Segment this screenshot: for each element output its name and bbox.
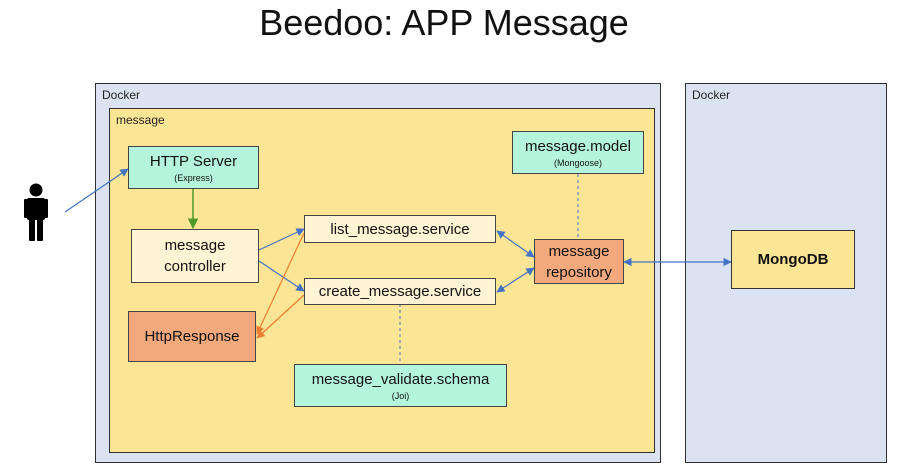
message-controller-node: message controller: [131, 229, 259, 283]
message-controller-label-2: controller: [164, 258, 226, 275]
arrow-controller-to-list-service: [258, 228, 305, 251]
list-message-service-label: list_message.service: [330, 220, 470, 238]
message-container-label: message: [116, 113, 165, 127]
http-server-sub: (Express): [174, 173, 213, 183]
arrow-repository-create-service: [496, 267, 535, 293]
message-model-label: message.model: [525, 138, 631, 155]
page-title: Beedoo: APP Message: [259, 2, 629, 43]
message-repository-label-1: message: [548, 242, 610, 260]
docker-label-left: Docker: [102, 88, 141, 102]
arrow-repository-list-service: [496, 230, 535, 258]
mongodb-node: MongoDB: [731, 230, 855, 289]
arrow-list-service-to-http-response: [256, 232, 305, 335]
message-repository-node: message repository: [534, 239, 624, 284]
mongodb-label: MongoDB: [757, 251, 829, 268]
create-message-service-label: create_message.service: [318, 283, 482, 300]
list-message-service-node: list_message.service: [304, 215, 496, 243]
http-response-label: HttpResponse: [144, 328, 240, 345]
arrow-actor-to-http-server: [64, 168, 129, 213]
arrow-controller-to-create-service: [258, 260, 305, 292]
http-server-label: HTTP Server: [149, 153, 238, 170]
create-message-service-node: create_message.service: [304, 278, 496, 305]
message-repository-label-2: repository: [546, 263, 612, 281]
arrow-create-service-to-http-response: [256, 294, 305, 339]
person-icon: [24, 183, 48, 241]
message-model-sub: (Mongoose): [553, 158, 603, 168]
message-validate-schema-sub: (Joi): [391, 391, 410, 401]
message-validate-schema-node: message_validate.schema (Joi): [294, 364, 507, 407]
http-response-node: HttpResponse: [128, 311, 256, 362]
http-server-node: HTTP Server (Express): [128, 146, 259, 189]
message-controller-label-1: message: [164, 237, 226, 254]
message-model-node: message.model (Mongoose): [512, 131, 644, 174]
docker-label-right: Docker: [692, 88, 731, 102]
message-validate-schema-label: message_validate.schema: [311, 371, 490, 388]
